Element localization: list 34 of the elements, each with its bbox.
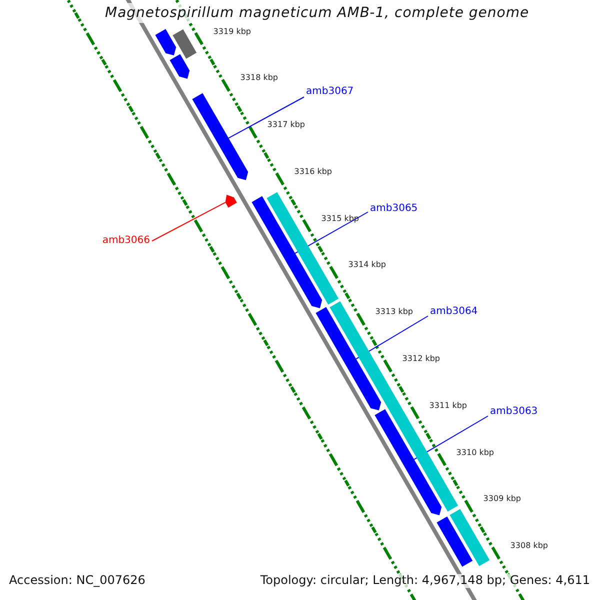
- scale-label: 3308 kbp: [510, 541, 548, 550]
- gene-feature: [155, 29, 176, 56]
- leader-line: [356, 316, 428, 360]
- gene-feature: [170, 54, 190, 79]
- gene-feature: [252, 196, 322, 308]
- gene-feature: [450, 509, 490, 566]
- scale-label: 3317 kbp: [267, 120, 305, 130]
- footer-text: Topology: circular; Length: 4,967,148 bp; Genes: 4,611: [258, 574, 592, 588]
- gene-label: amb3067: [306, 86, 354, 98]
- scale-label: 3316 kbp: [294, 166, 332, 176]
- footer-text: Accession: NC_007626: [9, 574, 146, 588]
- gene-label: amb3064: [430, 306, 478, 318]
- scale-label: 3309 kbp: [483, 494, 521, 504]
- leader-line: [152, 202, 226, 242]
- scale-label: 3318 kbp: [240, 73, 278, 83]
- leader-line: [294, 212, 368, 254]
- leader-line: [228, 96, 304, 139]
- scale-label: 3313 kbp: [375, 307, 413, 316]
- scale-label: 3314 kbp: [348, 260, 386, 270]
- scale-label: 3311 kbp: [429, 400, 467, 410]
- gene-label: amb3065: [370, 203, 418, 214]
- scale-label: 3315 kbp: [321, 214, 359, 223]
- gene-feature: [374, 409, 442, 516]
- gene-feature: [192, 93, 248, 180]
- scale-label: 3310 kbp: [456, 448, 494, 457]
- leader-line: [414, 416, 488, 460]
- gene-label: amb3066: [102, 235, 150, 246]
- gene-feature: [436, 516, 473, 567]
- scale-label: 3319 kbp: [213, 26, 251, 36]
- scale-label: 3312 kbp: [402, 354, 440, 364]
- gene-feature: [172, 29, 197, 59]
- gene-label: amb3063: [490, 406, 538, 418]
- gene-feature: [225, 194, 237, 208]
- gene-feature: [266, 192, 339, 305]
